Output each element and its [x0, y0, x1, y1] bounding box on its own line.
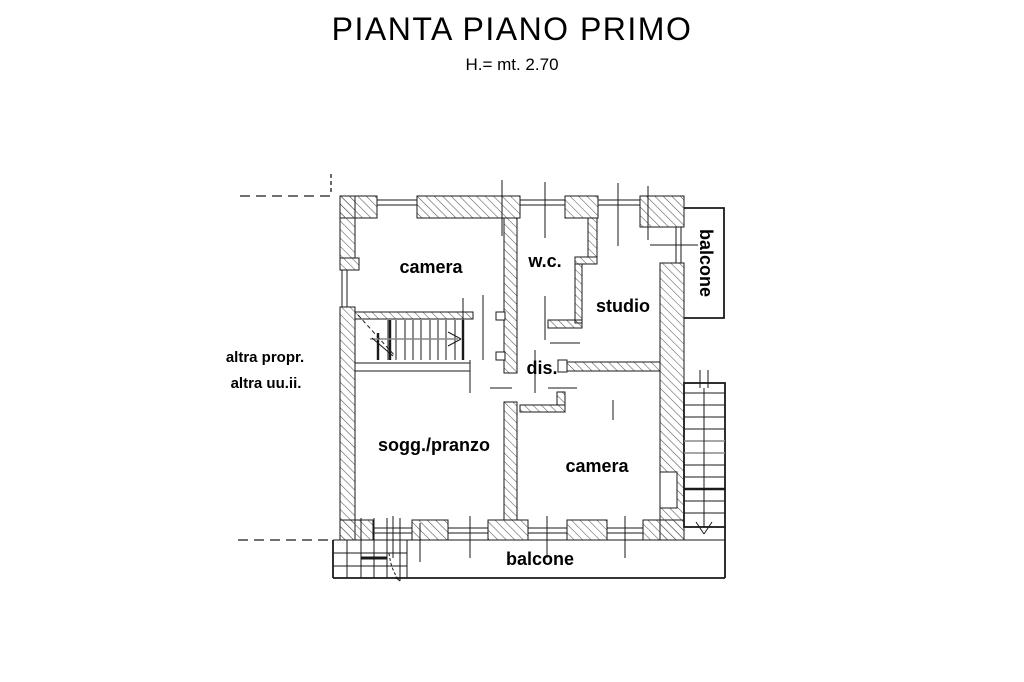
room-label-camera-top: camera	[399, 257, 463, 277]
room-label-sogg-pranzo: sogg./pranzo	[378, 435, 490, 455]
balcony-bottom: balcone	[332, 516, 725, 579]
room-labels: camera w.c. studio dis. sogg./pranzo cam…	[378, 251, 650, 476]
annotation-altra-uuii: altra uu.ii.	[231, 375, 302, 392]
interior-walls	[354, 217, 661, 521]
page-subtitle: H.= mt. 2.70	[465, 55, 558, 74]
measurement-lines	[462, 180, 698, 420]
page-title: PIANTA PIANO PRIMO	[332, 11, 693, 47]
small-staircase-bottom-left	[333, 518, 408, 582]
interior-staircase	[355, 314, 470, 372]
room-label-studio: studio	[596, 296, 650, 316]
room-label-camera-bottom: camera	[565, 456, 629, 476]
property-boundary-dashed-lines	[238, 174, 336, 541]
balcony-right-label: balcone	[696, 229, 716, 297]
external-staircase	[683, 370, 726, 578]
adjacent-property-annotation: altra propr. altra uu.ii.	[226, 349, 304, 392]
room-label-wc: w.c.	[527, 251, 561, 271]
balcony-bottom-label: balcone	[506, 549, 574, 569]
room-label-dis: dis.	[526, 358, 557, 378]
annotation-altra-propr: altra propr.	[226, 349, 304, 366]
balcony-right: balcone	[684, 207, 725, 319]
